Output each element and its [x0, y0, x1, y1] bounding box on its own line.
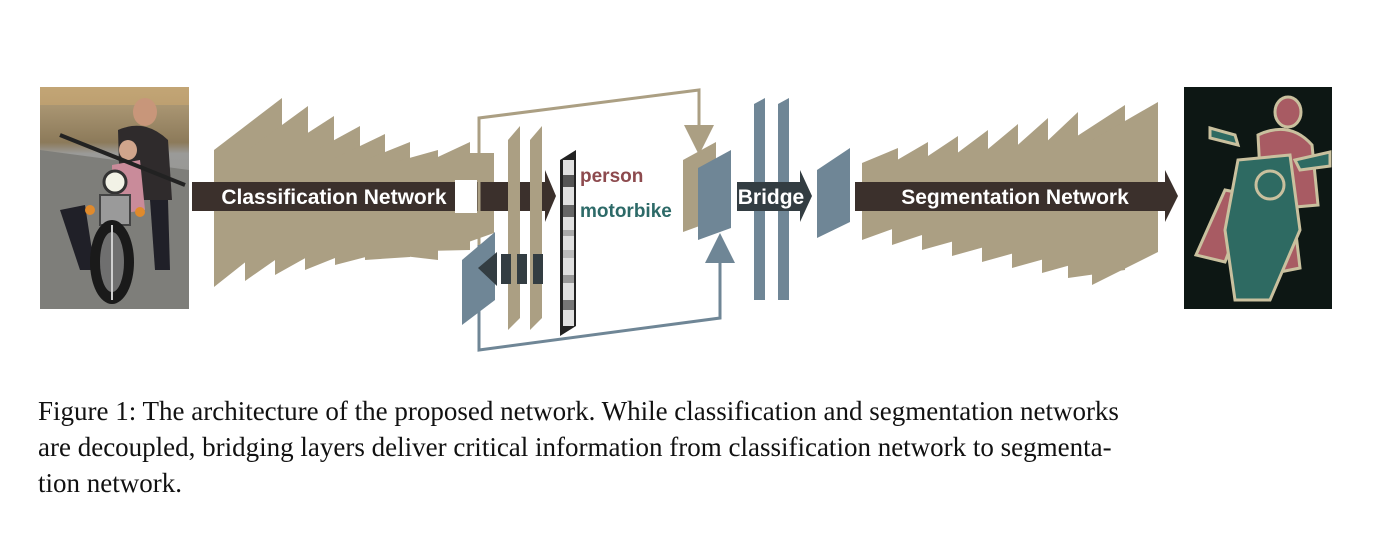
caption-line: are decoupled, bridging layers deliver c… — [38, 432, 1112, 462]
segmentation-network-label: Segmentation Network — [901, 186, 1129, 209]
segmentation-output — [1184, 87, 1332, 309]
input-photo — [40, 87, 189, 309]
bridge-arrow: Bridge — [737, 170, 812, 222]
bridge-layers — [683, 98, 850, 300]
backward-gradient-arrow — [462, 232, 543, 325]
fc-layers — [508, 126, 542, 330]
architecture-diagram: Classification Network person motorbike — [40, 87, 1332, 352]
classification-network-label: Classification Network — [221, 186, 447, 209]
caption-line: tion network. — [38, 468, 182, 498]
class-score-bar: person motorbike — [560, 150, 672, 336]
segmentation-arrow: Segmentation Network — [855, 170, 1178, 222]
figure-caption: Figure 1: The architecture of the propos… — [38, 393, 1338, 501]
class-label-person: person — [580, 166, 643, 187]
class-label-motorbike: motorbike — [580, 201, 672, 222]
classification-arrow: Classification Network — [192, 170, 556, 222]
bridge-label: Bridge — [738, 186, 805, 209]
caption-line: Figure 1: The architecture of the propos… — [38, 396, 1119, 426]
